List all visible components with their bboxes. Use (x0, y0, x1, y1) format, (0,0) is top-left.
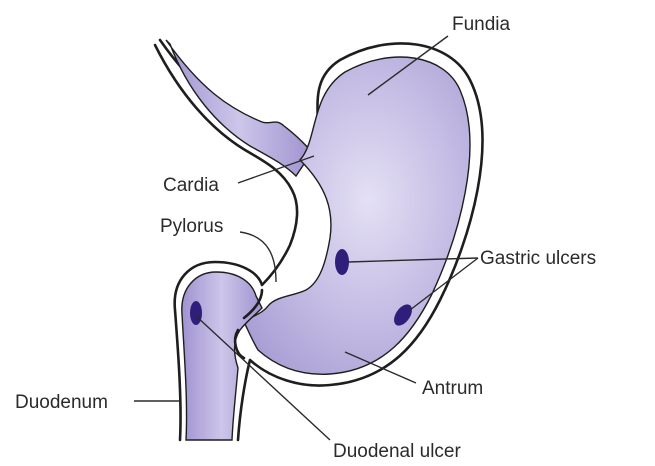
label-duodenum: Duodenum (15, 392, 108, 413)
label-gastric-ulcers: Gastric ulcers (480, 248, 596, 269)
stomach-body (244, 57, 470, 374)
label-antrum: Antrum (422, 378, 483, 399)
duodenum-tube (182, 272, 262, 440)
duodenal-ulcer-spot (190, 301, 202, 325)
esophagus (166, 40, 312, 176)
label-pylorus: Pylorus (160, 216, 223, 237)
label-cardia: Cardia (163, 175, 219, 196)
label-fundia: Fundia (452, 14, 511, 35)
gastric-ulcer-upper (335, 249, 349, 275)
label-duodenal-ulcer: Duodenal ulcer (333, 441, 461, 462)
